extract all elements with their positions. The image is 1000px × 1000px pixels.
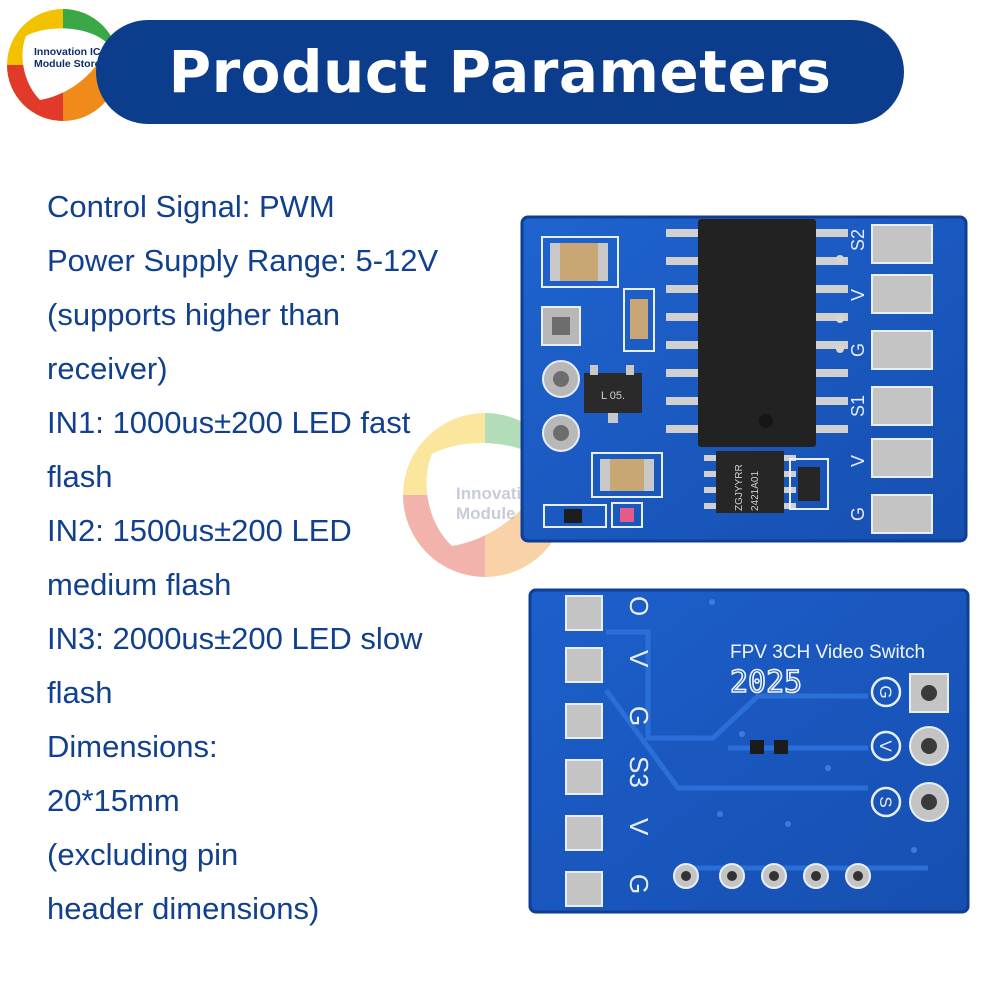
circled-label: V bbox=[876, 740, 895, 752]
pad-label: G bbox=[624, 706, 654, 726]
circled-label: G bbox=[876, 685, 895, 698]
circled-label: S bbox=[876, 796, 895, 807]
param-line: IN2: 1500us±200 LED bbox=[47, 513, 352, 548]
chip-marking-1: ZGJYYRR bbox=[734, 464, 745, 511]
title-banner: Product Parameters bbox=[96, 20, 904, 124]
board-title: FPV 3CH Video Switch bbox=[730, 642, 925, 663]
parameter-list: Control Signal: PWM Power Supply Range: … bbox=[47, 180, 487, 936]
param-line: medium flash bbox=[47, 567, 232, 602]
param-line: 20*15mm bbox=[47, 783, 180, 818]
param-line: flash bbox=[47, 675, 113, 710]
param-line: Dimensions: bbox=[47, 729, 218, 764]
logo-text: Innovation IC Module Store bbox=[34, 46, 101, 70]
param-line: Power Supply Range: 5-12V bbox=[47, 243, 439, 278]
param-line: IN3: 2000us±200 LED slow bbox=[47, 621, 423, 656]
pad-label: G bbox=[624, 874, 654, 894]
pad-label: V bbox=[624, 818, 654, 836]
top-board-photo: L 05. ZGJYYRR 24 bbox=[520, 215, 970, 545]
param-line: flash bbox=[47, 459, 113, 494]
pad-label: S1 bbox=[848, 395, 868, 417]
pad-label: S3 bbox=[624, 756, 654, 788]
param-line: receiver) bbox=[47, 351, 168, 386]
page-title: Product Parameters bbox=[168, 38, 832, 106]
pad-label: G bbox=[848, 343, 868, 357]
bottom-board-photo: O V G S3 V G FPV 3CH Video Switch 2025 G… bbox=[528, 588, 973, 918]
chip-marking-2: 2421A01 bbox=[750, 471, 761, 511]
param-line: Control Signal: PWM bbox=[47, 189, 335, 224]
pad-label: V bbox=[848, 455, 868, 467]
pad-label: V bbox=[624, 650, 654, 668]
param-line: (excluding pin bbox=[47, 837, 239, 872]
param-line: IN1: 1000us±200 LED fast bbox=[47, 405, 411, 440]
board-year: 2025 bbox=[730, 665, 802, 700]
pad-label: V bbox=[848, 289, 868, 301]
param-line: header dimensions) bbox=[47, 891, 320, 926]
pad-label: O bbox=[624, 596, 654, 616]
pad-label: G bbox=[848, 507, 868, 521]
pad-label: S2 bbox=[848, 229, 868, 251]
regulator-marking: L 05. bbox=[601, 390, 625, 402]
param-line: (supports higher than bbox=[47, 297, 340, 332]
